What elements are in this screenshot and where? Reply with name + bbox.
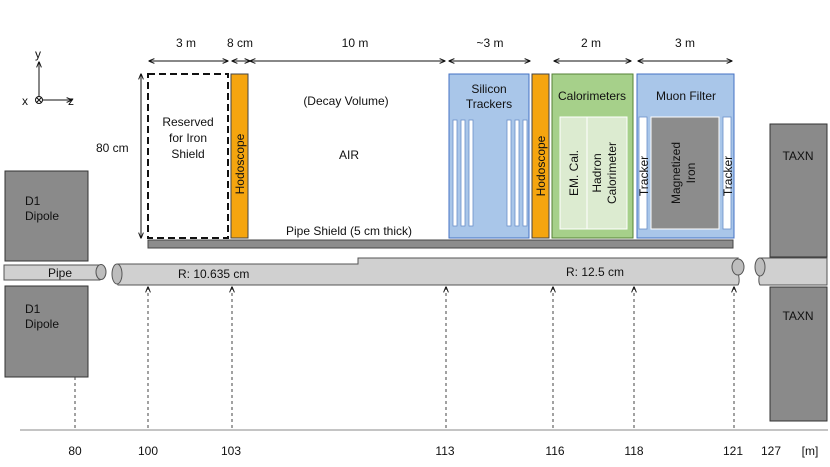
d1-dipole-top (4, 170, 89, 262)
beam-pipe (3, 257, 828, 286)
tick-121: 121 (723, 444, 743, 458)
hadron-cal-line2: Calorimeter (605, 142, 619, 204)
axis-z-label: z (68, 94, 74, 108)
axis-unit: [m] (802, 444, 819, 458)
dim-calorimeter: 2 m (581, 36, 601, 50)
hodoscope-1 (230, 73, 249, 239)
em-cal-label: EM. Cal. (567, 150, 581, 196)
hodoscope-1-label: Hodoscope (233, 133, 247, 194)
taxn-bottom (769, 286, 828, 422)
air-label: AIR (339, 148, 359, 162)
tracker-left-plane (638, 116, 648, 230)
coordinate-axes: y x z (22, 47, 74, 108)
tick-80: 80 (68, 444, 82, 458)
dim-muon-filter: 3 m (675, 36, 695, 50)
tick-118: 118 (624, 444, 643, 458)
magnetized-iron-line2: Iron (684, 163, 698, 184)
hodoscope-2-label: Hodoscope (534, 135, 548, 196)
tick-100: 100 (138, 444, 158, 458)
tick-103: 103 (221, 444, 241, 458)
hadron-cal-block (586, 116, 628, 230)
muon-filter-label: Muon Filter (656, 89, 716, 103)
taxn-top-label: TAXN (782, 149, 813, 163)
dim-height: 80 cm (96, 141, 129, 155)
dim-hodoscope: 8 cm (227, 36, 253, 50)
magnetized-iron-block (650, 116, 720, 230)
dim-iron-shield: 3 m (176, 36, 196, 50)
iron-shield-line3: Shield (171, 147, 204, 161)
position-markers (74, 287, 734, 428)
tracker-right-plane (722, 116, 732, 230)
tracker-right-label: Tracker (721, 156, 735, 196)
silicon-planes (452, 119, 528, 227)
silicon-line2: Trackers (466, 97, 512, 111)
d1-dipole-top-line2: Dipole (25, 209, 59, 223)
silicon-line1: Silicon (471, 82, 506, 96)
decay-volume-label: (Decay Volume) (303, 94, 388, 108)
pipe-shield (147, 239, 734, 249)
pipe-label: Pipe (48, 266, 72, 280)
dim-decay-volume: 10 m (342, 36, 369, 50)
pipe-shield-label: Pipe Shield (5 cm thick) (286, 224, 412, 238)
tick-116: 116 (545, 444, 564, 458)
hadron-cal-line1: Hadron (590, 153, 604, 192)
dim-silicon: ~3 m (476, 36, 503, 50)
d1-dipole-bottom-line1: D1 (25, 302, 41, 316)
taxn-top (769, 123, 828, 258)
d1-dipole-top-line1: D1 (25, 194, 41, 208)
iron-shield-region (147, 73, 229, 239)
tick-127: 127 (761, 444, 781, 458)
em-cal-block (559, 116, 588, 230)
radius-1-label: R: 10.635 cm (178, 267, 249, 281)
tracker-left-label: Tracker (637, 156, 651, 196)
d1-dipole-bottom (4, 285, 89, 378)
calorimeters-label: Calorimeters (558, 89, 626, 103)
d1-dipole-bottom-line2: Dipole (25, 317, 59, 331)
iron-shield-line2: for Iron (169, 131, 207, 145)
axis-x-label: x (22, 94, 28, 108)
tick-113: 113 (435, 444, 454, 458)
dimension-arrows: 3 m 8 cm 10 m ~3 m 2 m 3 m 80 cm (96, 36, 732, 238)
axis-y-label: y (35, 47, 41, 61)
taxn-bottom-label: TAXN (782, 309, 813, 323)
iron-shield-line1: Reserved (162, 115, 213, 129)
radius-2-label: R: 12.5 cm (566, 265, 624, 279)
magnetized-iron-line1: Magnetized (669, 142, 683, 204)
hodoscope-2 (531, 73, 550, 239)
axis-ticks: 80 100 103 113 116 118 121 127 [m] (68, 444, 818, 458)
